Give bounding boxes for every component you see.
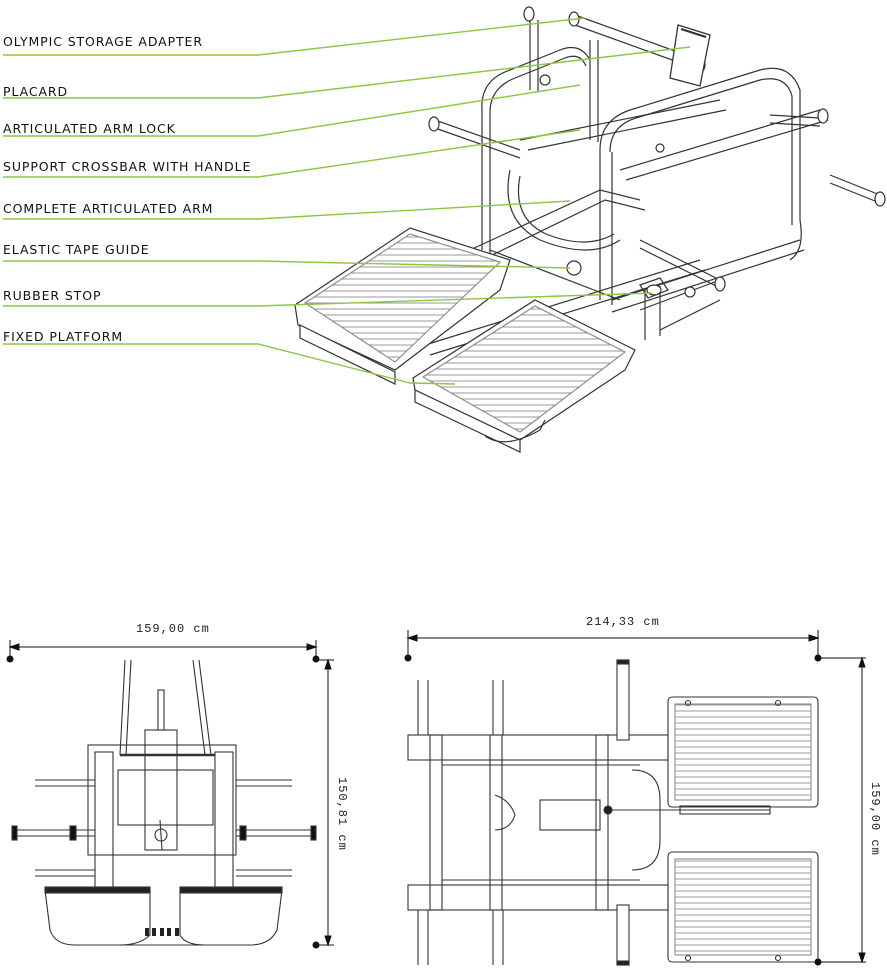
isometric-right-platform — [412, 299, 636, 453]
callout-fixed-platform: FIXED PLATFORM — [3, 329, 124, 344]
front-height-dimension: 150,81 cm — [335, 777, 349, 851]
callout-articulated-arm-lock: ARTICULATED ARM LOCK — [3, 121, 176, 136]
top-length-dimension: 214,33 cm — [586, 615, 660, 629]
callout-olympic-storage-adapter: OLYMPIC STORAGE ADAPTER — [3, 34, 203, 49]
isometric-frame — [424, 14, 881, 356]
callout-support-crossbar-with-handle: SUPPORT CROSSBAR WITH HANDLE — [3, 159, 252, 174]
dimension-lines — [6, 630, 866, 966]
front-view-drawing — [11, 659, 317, 946]
top-view-drawing — [407, 659, 819, 966]
callout-complete-articulated-arm: COMPLETE ARTICULATED ARM — [3, 201, 214, 216]
callout-placard: PLACARD — [3, 84, 69, 99]
callout-rubber-stop: RUBBER STOP — [3, 288, 102, 303]
top-width-dimension: 159,00 cm — [868, 782, 882, 856]
isometric-end-caps — [428, 6, 886, 298]
callout-elastic-tape-guide: ELASTIC TAPE GUIDE — [3, 242, 150, 257]
callout-leaders — [3, 17, 691, 385]
front-width-dimension: 159,00 cm — [136, 622, 210, 636]
placard-panel — [669, 24, 711, 87]
